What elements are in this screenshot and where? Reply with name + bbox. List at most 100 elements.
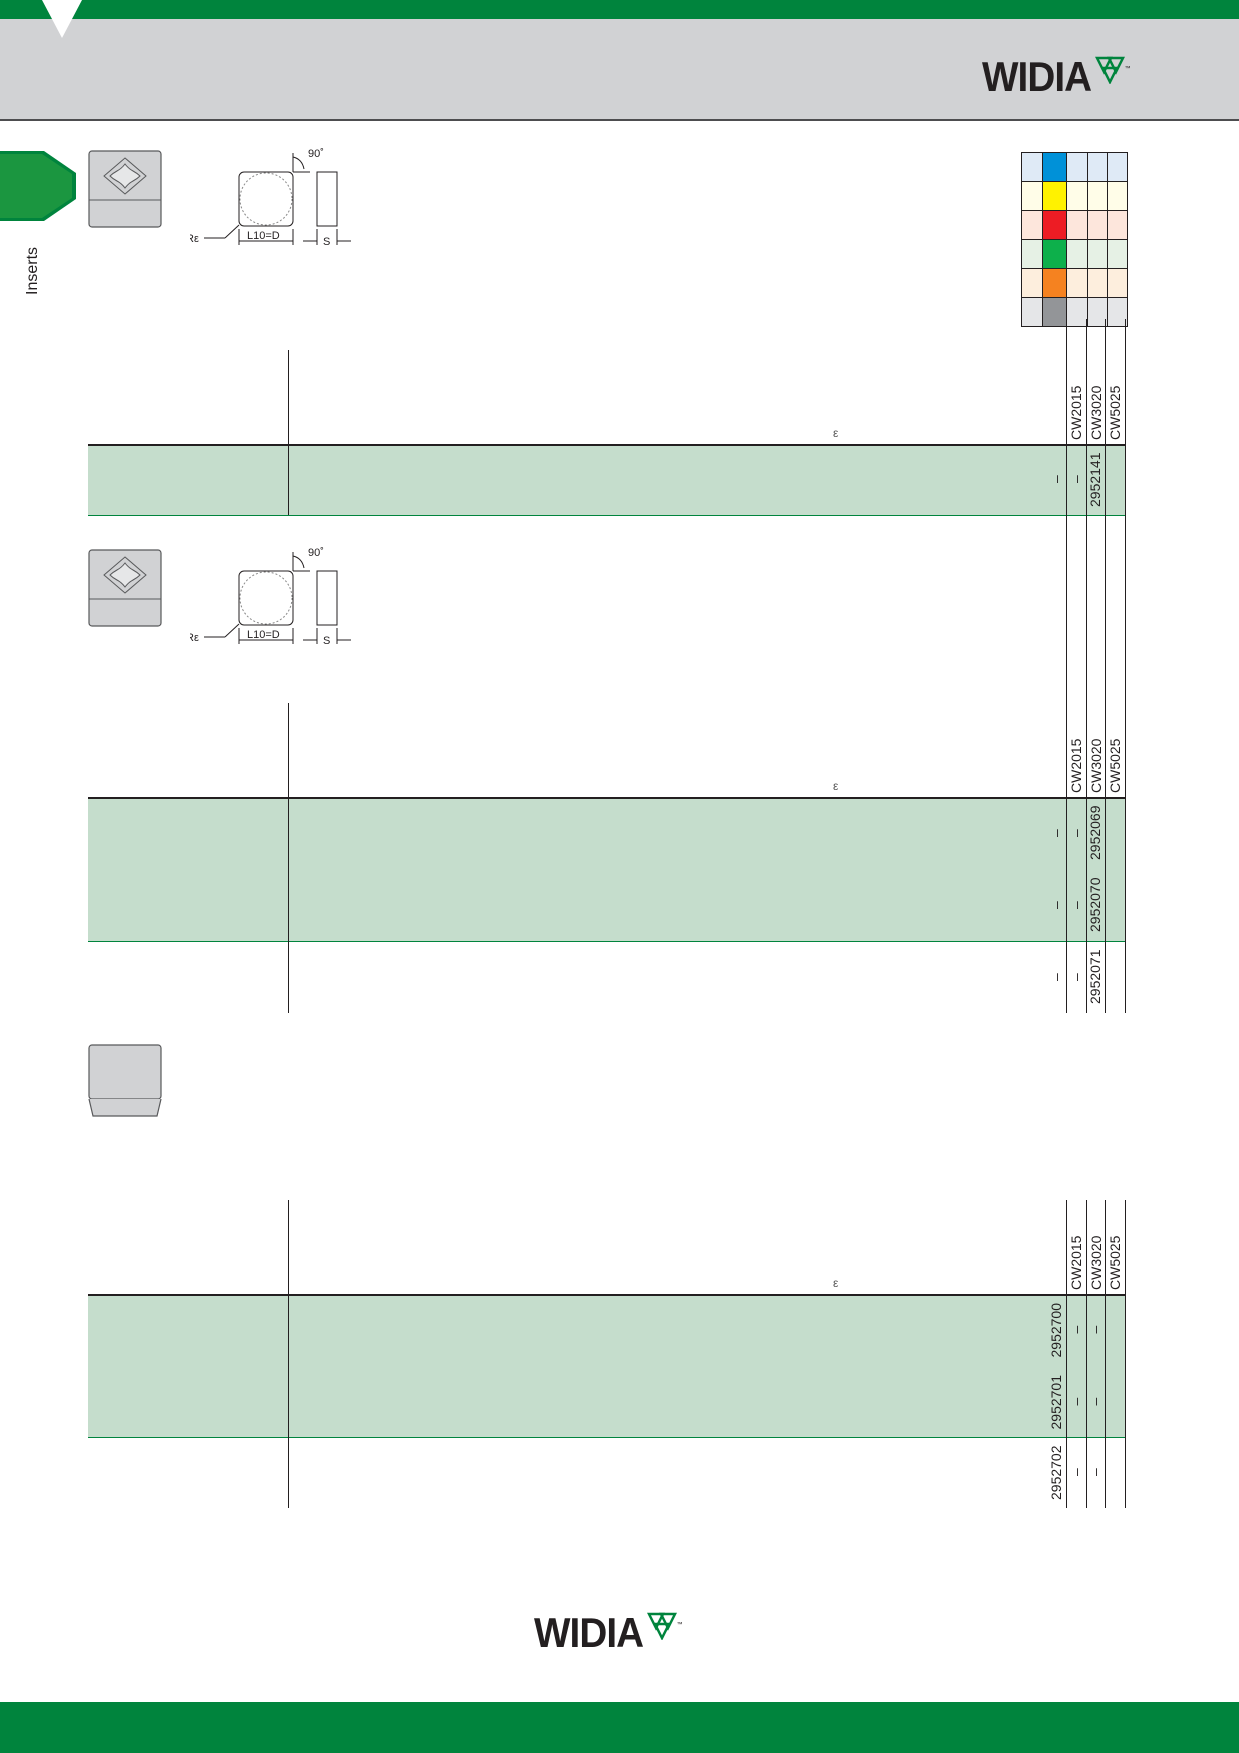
top-green-bar xyxy=(0,0,1239,19)
insert-dimension-diagram: 90˚ L10=D Rε S xyxy=(186,145,360,262)
corner-radius-header: ε xyxy=(833,1276,839,1290)
notch-triangle-icon xyxy=(42,0,82,38)
column-divider xyxy=(1086,1200,1087,1508)
grid-cell xyxy=(1108,269,1127,297)
grade-header: CW5025 xyxy=(1107,738,1123,793)
grid-cell xyxy=(1022,182,1043,210)
grid-cell xyxy=(1022,298,1043,326)
widia-logo: WIDIA ™ xyxy=(982,56,1131,98)
grid-cell xyxy=(1088,211,1108,239)
grade-header: CW3020 xyxy=(1088,1235,1104,1290)
grid-row xyxy=(1022,153,1127,182)
column-divider xyxy=(1105,1200,1106,1508)
grid-cell xyxy=(1067,211,1088,239)
row-divider xyxy=(88,515,1125,516)
part-number-cell: – xyxy=(1048,973,1064,981)
material-color-swatch xyxy=(1043,182,1067,210)
corner-radius-header: ε xyxy=(833,779,839,793)
column-divider xyxy=(1066,319,1067,515)
column-divider xyxy=(1125,319,1126,515)
part-number-cell: 2952071 xyxy=(1087,949,1103,1005)
length-label: L10=D xyxy=(247,629,280,641)
corner-radius-header: ε xyxy=(833,426,839,440)
grid-row xyxy=(1022,298,1127,326)
angle-label: 90˚ xyxy=(308,547,324,559)
grade-header: CW3020 xyxy=(1088,385,1104,440)
column-divider xyxy=(1105,515,1106,1013)
grid-row xyxy=(1022,211,1127,240)
grid-cell xyxy=(1067,269,1088,297)
grade-header: CW2015 xyxy=(1068,738,1084,793)
grid-cell xyxy=(1088,269,1108,297)
thickness-label: S xyxy=(323,236,330,248)
row-divider xyxy=(88,941,1125,942)
grid-cell xyxy=(1067,182,1088,210)
material-group-color-grid xyxy=(1021,152,1128,327)
column-divider xyxy=(1066,1200,1067,1508)
grid-row xyxy=(1022,240,1127,269)
table-row xyxy=(88,444,1125,515)
grid-cell xyxy=(1088,153,1108,181)
grid-row xyxy=(1022,269,1127,298)
table-row xyxy=(88,941,1125,1013)
thickness-label: S xyxy=(323,635,330,647)
page-header xyxy=(0,19,1239,121)
grid-cell xyxy=(1067,240,1088,268)
length-label: L10=D xyxy=(247,230,280,242)
header-divider xyxy=(88,444,1125,446)
part-number-cell: – xyxy=(1068,1468,1084,1477)
section-tab xyxy=(0,151,76,221)
material-color-swatch xyxy=(1043,240,1067,268)
part-number-cell: – xyxy=(1048,829,1064,837)
header-divider xyxy=(88,797,1125,799)
grid-cell xyxy=(1022,153,1043,181)
material-color-swatch xyxy=(1043,153,1067,181)
part-number-cell: 2952702 xyxy=(1048,1445,1064,1500)
grid-cell xyxy=(1088,298,1108,326)
part-number-cell: 2952141 xyxy=(1087,452,1103,507)
column-divider xyxy=(1125,515,1126,1013)
material-color-swatch xyxy=(1043,211,1067,239)
grade-header: CW2015 xyxy=(1068,385,1084,440)
header-divider xyxy=(88,1294,1125,1296)
part-number-cell: – xyxy=(1068,475,1084,484)
trademark: ™ xyxy=(676,1622,683,1628)
grid-cell xyxy=(1022,269,1043,297)
column-divider xyxy=(1105,319,1106,515)
insert-image-chipbreaker xyxy=(88,549,162,627)
logo-text: WIDIA xyxy=(982,53,1092,100)
column-divider xyxy=(288,703,289,1013)
part-number-cell: – xyxy=(1048,901,1064,909)
widia-triangle-icon xyxy=(646,1612,677,1640)
material-color-swatch xyxy=(1043,269,1067,297)
material-color-swatch xyxy=(1043,298,1067,326)
grade-header: CW3020 xyxy=(1088,738,1104,793)
part-number-cell: 2952070 xyxy=(1087,877,1103,933)
grid-cell xyxy=(1088,240,1108,268)
part-number-cell: – xyxy=(1068,829,1084,837)
part-number-cell: – xyxy=(1087,1397,1103,1406)
grid-cell xyxy=(1108,240,1127,268)
grid-cell xyxy=(1088,182,1108,210)
side-tab-label: Inserts xyxy=(24,246,41,295)
column-divider xyxy=(288,1200,289,1508)
grid-cell xyxy=(1108,298,1127,326)
part-number-cell: 2952700 xyxy=(1048,1302,1064,1358)
part-number-cell: – xyxy=(1068,973,1084,981)
part-number-cell: – xyxy=(1068,1397,1084,1406)
insert-image-chipbreaker xyxy=(88,150,162,228)
column-divider xyxy=(1086,319,1087,515)
column-divider xyxy=(1086,515,1087,1013)
footer-widia-logo: WIDIA ™ xyxy=(534,1612,683,1654)
grade-header: CW5025 xyxy=(1107,1235,1123,1290)
radius-label: Rε xyxy=(190,632,199,644)
grid-cell xyxy=(1022,240,1043,268)
table-row xyxy=(88,1294,1125,1437)
grid-cell xyxy=(1067,298,1088,326)
grid-cell xyxy=(1108,182,1127,210)
row-divider xyxy=(88,1437,1125,1438)
grade-header: CW5025 xyxy=(1107,385,1123,440)
table-row xyxy=(88,797,1125,941)
column-divider xyxy=(288,350,289,515)
part-number-cell: – xyxy=(1068,1325,1084,1334)
